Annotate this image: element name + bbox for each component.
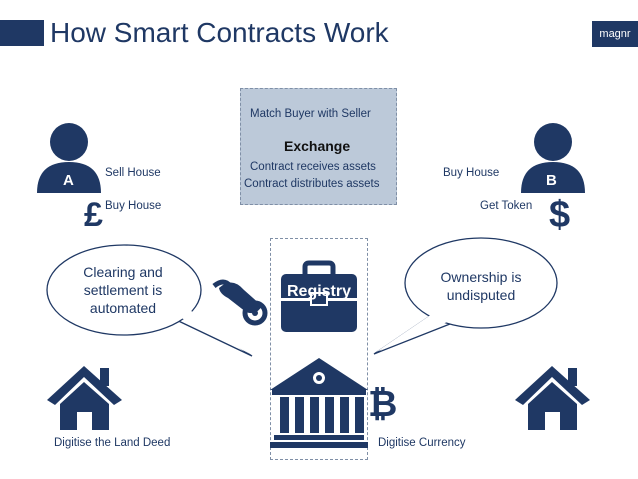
person-icon <box>37 123 101 193</box>
bubble-left-line: settlement is <box>83 282 163 298</box>
bitcoin-icon: ₿ <box>368 383 398 424</box>
bubble-right-line: undisputed <box>446 287 516 303</box>
party-a-buy-label: Buy House <box>105 200 162 212</box>
party-b-letter: B <box>546 172 557 189</box>
pound-icon: £ <box>84 196 103 234</box>
registry-label: Registry <box>286 283 352 300</box>
person-icon <box>521 123 585 193</box>
footer-left-label: Digitise the Land Deed <box>54 437 171 449</box>
party-b-get-label: Get Token <box>480 200 533 212</box>
title-accent-bar <box>0 20 44 46</box>
bubble-left-text: Clearing and settlement is automated <box>58 263 188 317</box>
scroll-icon <box>212 279 268 326</box>
exchange-match-label: Match Buyer with Seller <box>250 108 371 120</box>
bank-icon <box>270 358 368 448</box>
brand-logo: magnr <box>592 21 638 47</box>
bubble-right-text: Ownership is undisputed <box>416 268 546 304</box>
exchange-heading: Exchange <box>284 138 351 154</box>
dollar-icon: $ <box>549 194 571 236</box>
party-b-buy-label: Buy House <box>443 167 500 179</box>
briefcase-icon <box>281 260 357 332</box>
bubble-left-line: automated <box>89 300 157 316</box>
speech-bubble-right <box>373 237 558 355</box>
registry-box <box>270 238 368 460</box>
speech-bubble-left <box>46 244 253 357</box>
house-icon <box>515 366 590 430</box>
exchange-receives-label: Contract receives assets <box>250 161 376 173</box>
house-icon <box>47 366 122 430</box>
bubble-left-line: Clearing and <box>83 264 163 280</box>
bubble-right-line: Ownership is <box>440 269 522 285</box>
party-a-letter: A <box>63 172 74 189</box>
party-a-sell-label: Sell House <box>105 167 161 179</box>
page-title: How Smart Contracts Work <box>50 17 389 48</box>
exchange-box <box>240 88 397 205</box>
footer-right-label: Digitise Currency <box>378 437 466 449</box>
exchange-distributes-label: Contract distributes assets <box>244 178 380 190</box>
